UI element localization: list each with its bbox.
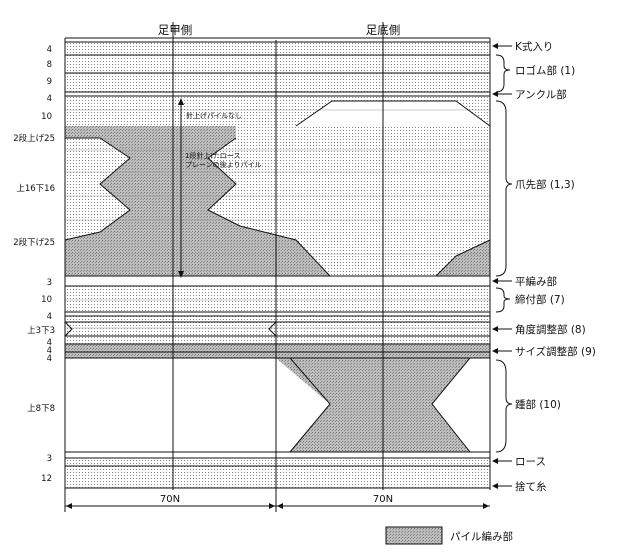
section-tighten: 締付部 (7) — [515, 293, 565, 306]
row-label: 上3下3 — [27, 326, 55, 336]
band-loose — [65, 458, 490, 488]
section-angle: 角度調整部 (8) — [515, 323, 586, 336]
size-pile-row — [65, 344, 490, 358]
band-tighten — [65, 286, 490, 312]
dim-arrowhead — [277, 503, 283, 509]
section-arrowheads — [492, 43, 498, 489]
dim-arrowhead — [483, 503, 489, 509]
section-ankle: アンクル部 — [515, 88, 567, 101]
row-label: 上8下8 — [27, 404, 55, 414]
row-label: 10 — [41, 112, 52, 122]
row-label: 8 — [47, 60, 52, 70]
row-label: 10 — [41, 295, 52, 305]
sole-side-label: 足底側 — [366, 23, 401, 37]
section-toe: 爪先部 (1,3) — [515, 178, 575, 191]
row-label: 2段上げ25 — [13, 133, 55, 144]
section-loose: ロース — [515, 456, 546, 468]
no-pile-note: 針上げパイルなし — [186, 111, 242, 120]
dimension-right: 70N — [373, 494, 393, 505]
note-line-2: プレーンの後よりパイル — [185, 160, 262, 169]
section-waste: 捨て糸 — [515, 480, 547, 493]
instep-side-label: 足甲側 — [158, 23, 193, 37]
section-plain: 平編み部 — [515, 275, 557, 288]
heel-pile — [276, 358, 470, 452]
row-label: 上16下16 — [16, 184, 55, 194]
dim-arrowhead — [269, 503, 275, 509]
row-label-column: 4 8 9 4 10 2段上げ25 上16下16 2段下げ25 3 10 4 上… — [13, 45, 55, 484]
section-size: サイズ調整部 (9) — [515, 345, 596, 358]
band-ribbing — [65, 42, 490, 92]
row-label: 4 — [47, 354, 52, 364]
row-label: 2段下げ25 — [13, 237, 55, 248]
row-label: 3 — [47, 454, 52, 464]
row-label: 4 — [47, 45, 52, 55]
row-label: 4 — [47, 94, 52, 104]
legend-swatch — [386, 527, 442, 544]
legend-label: パイル編み部 — [450, 530, 513, 543]
dimension-left: 70N — [160, 494, 180, 505]
section-rubber: ロゴム部 (1) — [515, 64, 575, 77]
row-label: 4 — [47, 312, 52, 322]
row-label: 3 — [47, 278, 52, 288]
row-label: 9 — [47, 77, 52, 87]
section-k-entry: K式入り — [515, 40, 553, 53]
dim-arrowhead — [66, 503, 72, 509]
section-heel: 踵部 (10) — [515, 398, 561, 411]
row-label: 12 — [41, 474, 52, 484]
note-line-1: 1段針上げ:ロース — [185, 151, 240, 160]
section-annotations — [494, 46, 512, 486]
